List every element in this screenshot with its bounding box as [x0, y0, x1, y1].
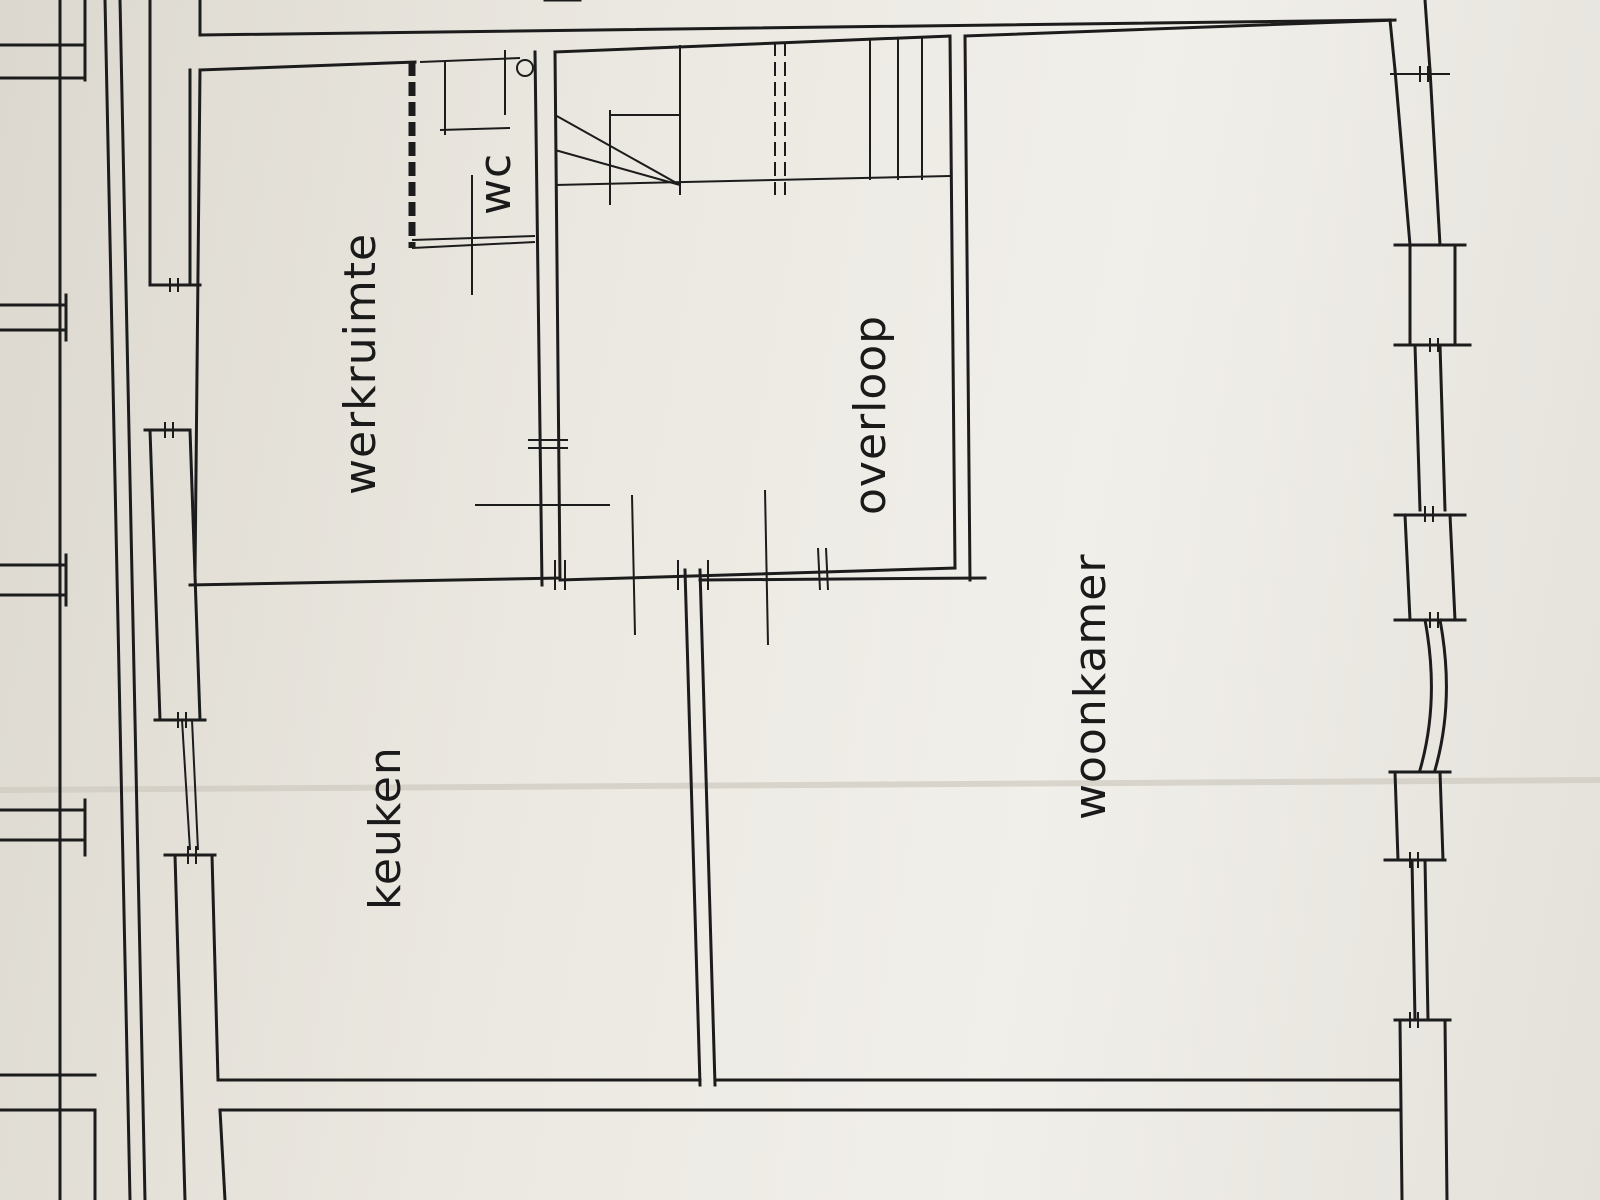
room-label-werkruimte: werkruimte — [335, 233, 386, 495]
bottom-walls — [216, 1078, 1402, 1200]
keuken-woonkamer-divider — [554, 560, 717, 1087]
room-label-wc: wc — [470, 153, 521, 215]
room-label-woonkamer: woonkamer — [1065, 554, 1116, 820]
right-facade — [1383, 66, 1472, 1200]
room-label-keuken: keuken — [360, 746, 411, 910]
neighbour-walls-left — [0, 0, 147, 1200]
left-facade — [143, 0, 220, 1200]
top-wall — [198, 0, 1432, 72]
staircase — [553, 34, 957, 570]
wc-walls — [419, 50, 544, 587]
paper-fold — [0, 777, 1600, 793]
werkruimte-walls — [188, 60, 562, 587]
overloop-walls — [475, 50, 957, 646]
room-label-overloop: overloop — [845, 315, 896, 515]
woonkamer-walls — [698, 18, 1397, 582]
